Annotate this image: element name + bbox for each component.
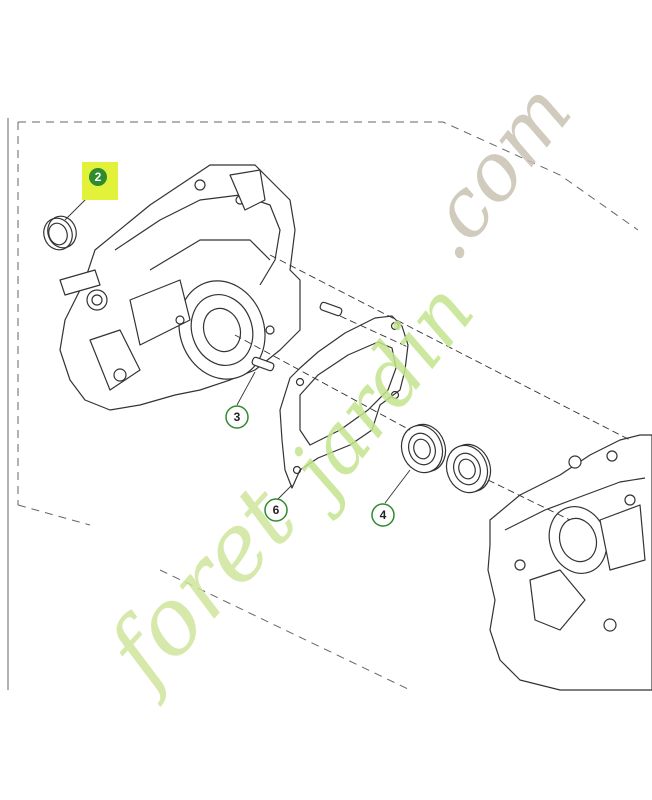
dowel-pins-part-3 xyxy=(251,301,343,372)
watermark-com: .com xyxy=(397,66,590,276)
bearings-part-4 xyxy=(400,423,492,494)
callout-6: 6 xyxy=(264,498,288,522)
callout-4: 4 xyxy=(371,503,395,527)
seal-ring-part-2 xyxy=(43,215,77,251)
callout-3: 3 xyxy=(225,405,249,429)
callout-number: 4 xyxy=(380,508,387,522)
callout-ring xyxy=(371,503,395,527)
callout-ring xyxy=(225,405,249,429)
gasket-part-6 xyxy=(279,315,409,489)
callout-2: 2 xyxy=(82,162,118,200)
left-crankcase-half xyxy=(59,164,301,411)
callout-badge xyxy=(89,168,107,186)
callout-ring xyxy=(264,498,288,522)
callout-number: 3 xyxy=(234,410,241,424)
right-crankcase-half xyxy=(487,434,652,691)
assembly-center-lines xyxy=(234,254,631,521)
leader-lines xyxy=(64,194,411,504)
callout-number: 2 xyxy=(95,170,102,184)
callout-number: 6 xyxy=(273,503,280,517)
